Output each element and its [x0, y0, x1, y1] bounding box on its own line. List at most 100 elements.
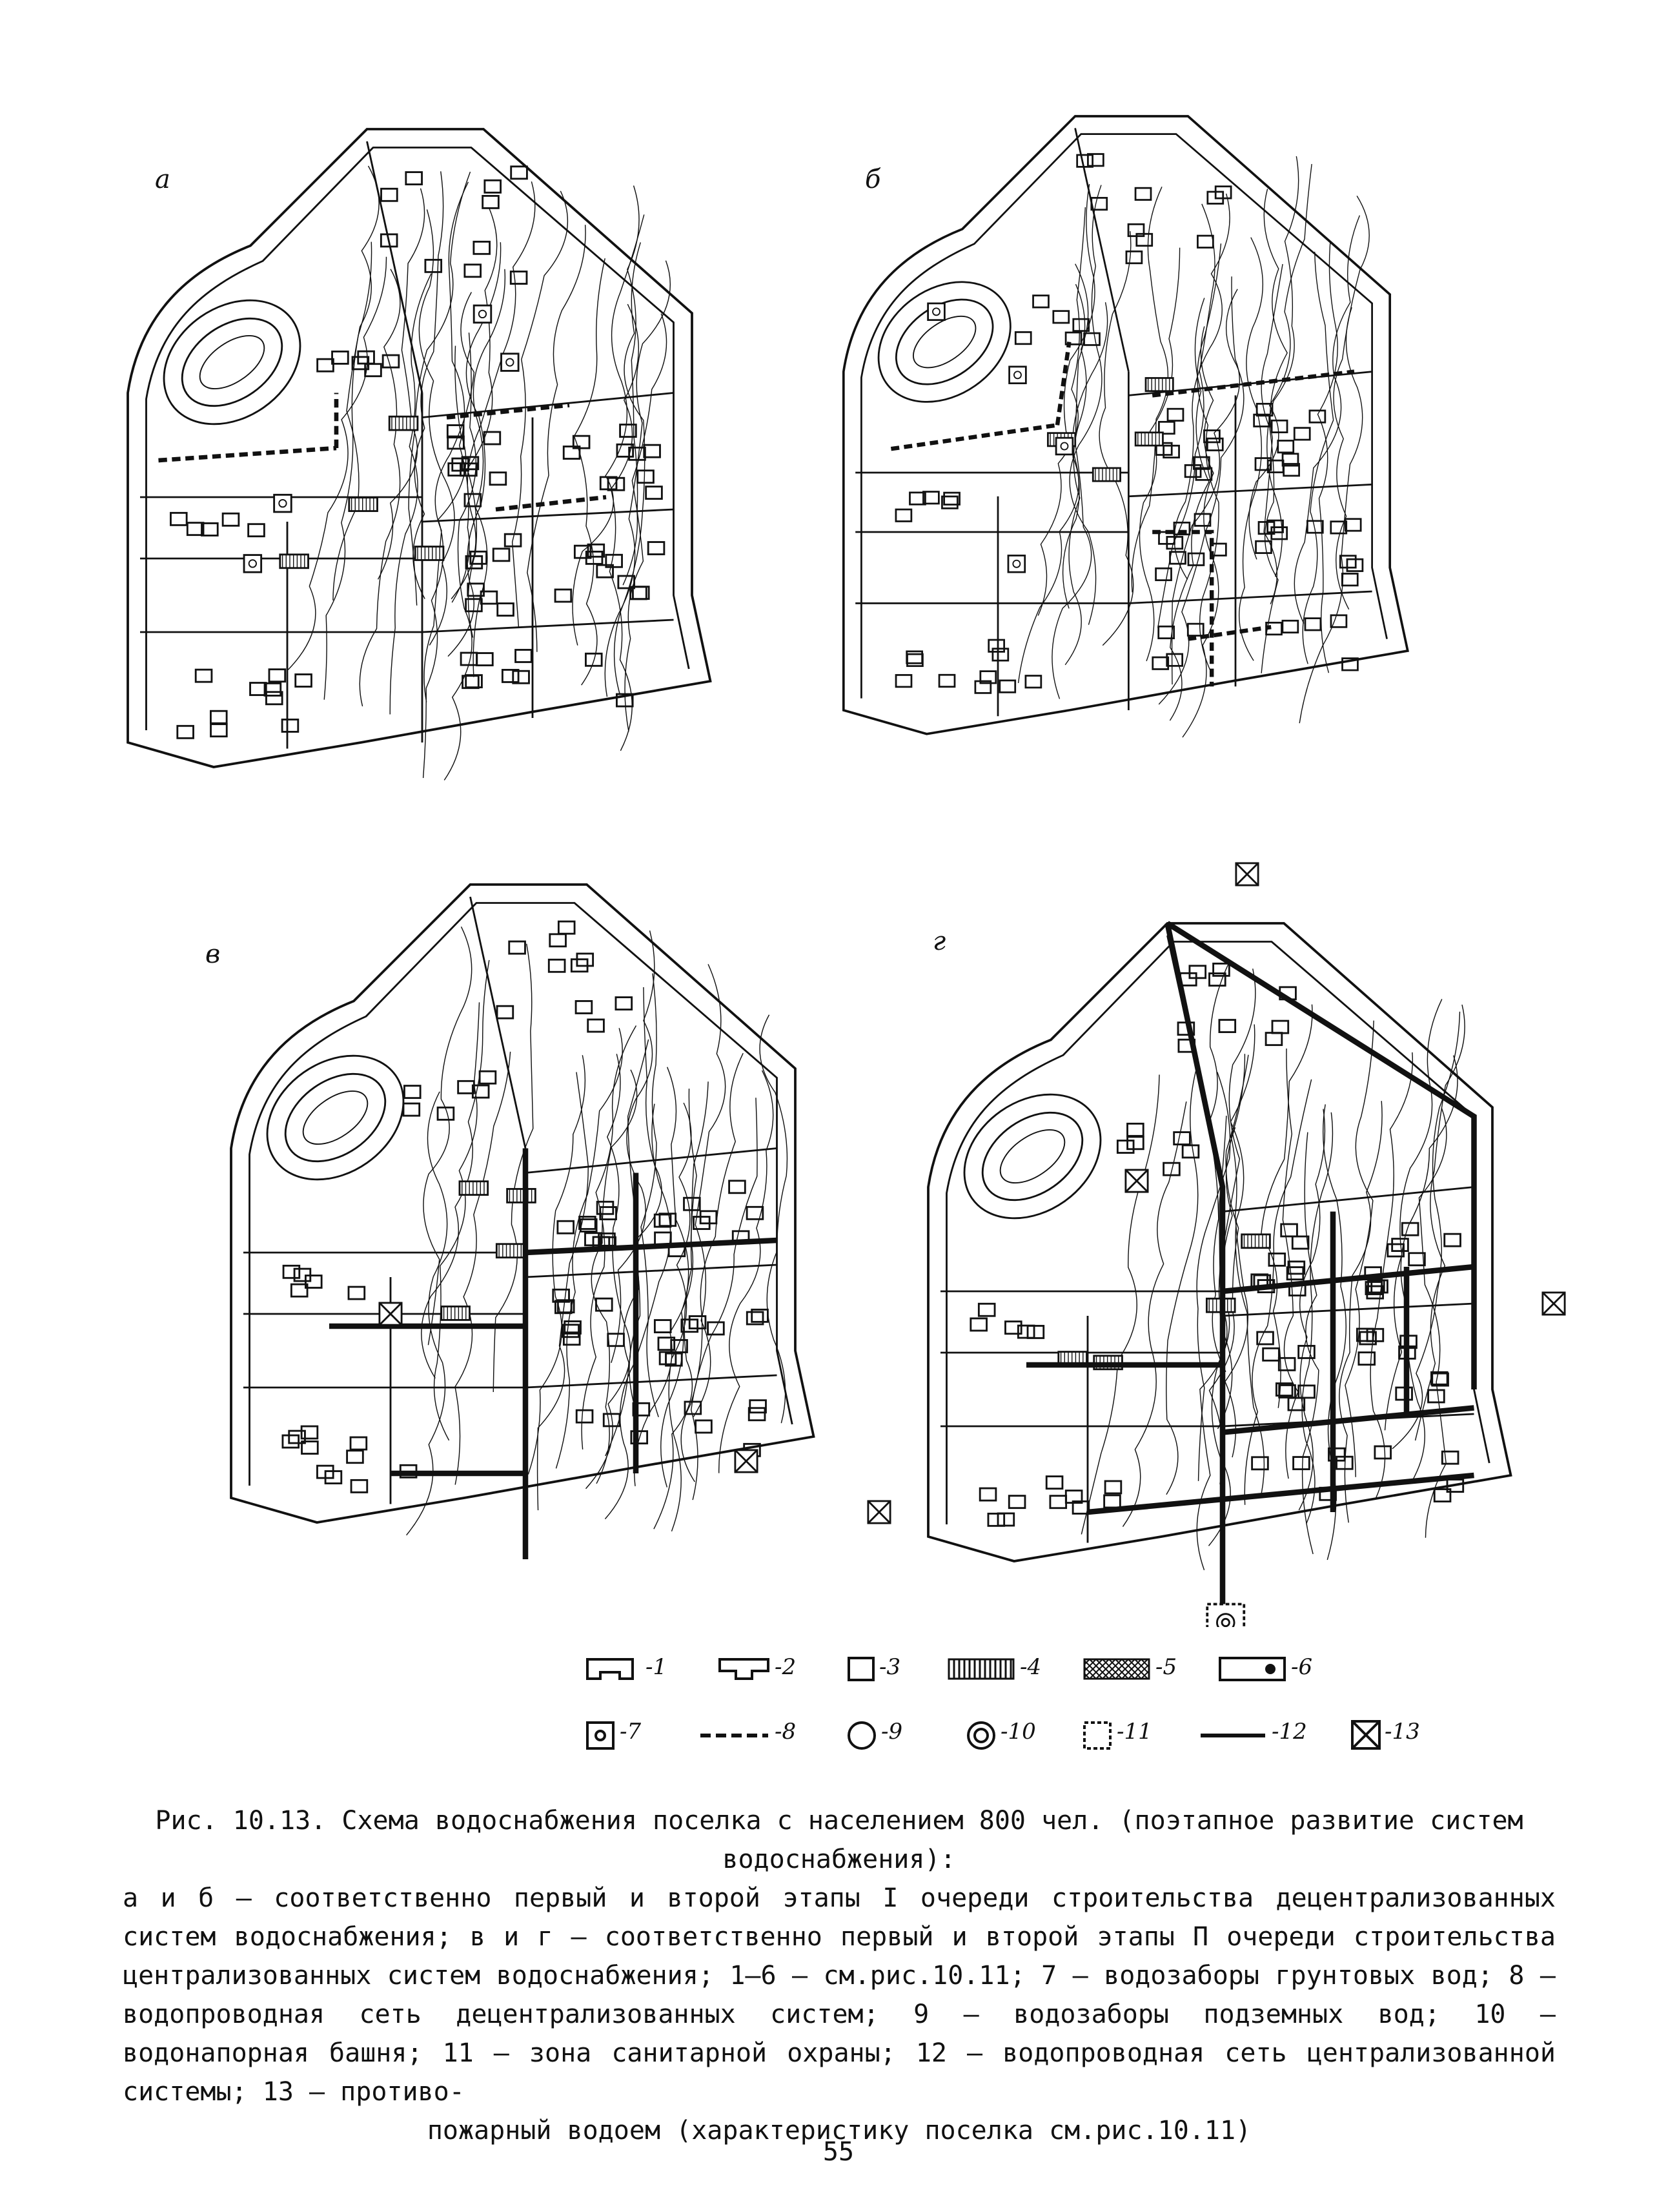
legend-symbol-5: [1083, 1658, 1150, 1680]
contour-line: [604, 1103, 671, 1520]
legend-symbol-11: [1083, 1721, 1112, 1750]
public-building: [1241, 1233, 1271, 1249]
house-block: [636, 469, 655, 484]
house-block: [605, 553, 623, 568]
house-block: [1116, 1140, 1135, 1154]
well-symbol: [243, 554, 263, 573]
house-block: [350, 1479, 369, 1493]
legend-label-7: -7: [620, 1719, 642, 1745]
house-block: [1287, 1397, 1306, 1411]
house-block: [483, 431, 502, 445]
house-block: [1052, 310, 1070, 324]
site-plan-d: [867, 862, 1566, 1627]
house-block: [1270, 526, 1288, 540]
house-block: [1126, 1136, 1144, 1151]
inner-road: [946, 941, 1490, 1525]
house-block: [1188, 965, 1207, 979]
contour-line: [323, 241, 372, 700]
contour-line: [359, 269, 401, 707]
contour-line: [1263, 189, 1288, 605]
house-block: [1254, 457, 1272, 471]
road-line: [525, 1374, 777, 1389]
decentralized-network: [446, 403, 570, 420]
public-building: [279, 553, 309, 569]
contour-line: [611, 930, 655, 1363]
house-block: [595, 1297, 613, 1312]
house-block: [1391, 1238, 1409, 1253]
house-block: [1135, 232, 1154, 247]
fire-pond-cross: [378, 1302, 403, 1326]
house-block: [170, 511, 188, 526]
panel-letter-b: б: [865, 165, 881, 194]
house-block: [1275, 1382, 1294, 1397]
road-line: [469, 896, 527, 1149]
house-block: [977, 1302, 996, 1317]
house-block: [1256, 1331, 1274, 1346]
road-line: [1128, 484, 1372, 498]
contour-line: [423, 927, 473, 1346]
house-block: [281, 1434, 300, 1449]
house-block: [482, 194, 500, 209]
house-block: [282, 1264, 301, 1279]
stadium-inner: [981, 1111, 1084, 1202]
house-block: [347, 1285, 366, 1300]
house-block: [460, 651, 478, 666]
site-plan-a: [127, 128, 712, 781]
well-circle: [1060, 442, 1069, 451]
well-symbol: [273, 493, 292, 513]
house-block: [684, 1400, 702, 1415]
house-block: [556, 1220, 574, 1234]
house-block: [572, 435, 591, 449]
house-block: [728, 1180, 746, 1194]
house-block: [562, 1331, 581, 1346]
house-block: [1155, 442, 1173, 456]
site-plan-c: [230, 883, 815, 1560]
public-building: [458, 1180, 489, 1196]
house-block: [554, 588, 573, 603]
contour-line: [493, 943, 534, 1393]
house-block: [576, 952, 595, 967]
contour-line: [454, 1051, 511, 1485]
house-block: [657, 1336, 676, 1351]
house-block: [469, 550, 487, 565]
contour-line: [527, 1055, 586, 1475]
contour-line: [1299, 307, 1363, 724]
house-block: [508, 940, 526, 955]
legend-label-3: -3: [879, 1654, 901, 1680]
house-block: [557, 920, 576, 935]
house-block: [647, 541, 666, 555]
caption-title: Рис. 10.13. Схема водоснабжения поселка …: [155, 1806, 1523, 1836]
house-block: [1277, 1357, 1296, 1371]
house-block: [483, 179, 502, 194]
well-symbol: [1007, 555, 1026, 573]
caption-last-line: пожарный водоем (характеристику поселка …: [427, 2116, 1252, 2145]
contour-line: [1261, 1004, 1313, 1408]
road-line: [525, 1264, 777, 1278]
house-block: [514, 649, 533, 663]
legend-label-4: -4: [1020, 1654, 1042, 1680]
site-plans-drawing: [127, 115, 1566, 1627]
house-block: [653, 1319, 672, 1333]
house-block: [616, 693, 634, 708]
house-block: [580, 1218, 598, 1233]
house-block: [1087, 153, 1104, 167]
house-block: [596, 1200, 615, 1215]
contour-line: [406, 1091, 448, 1536]
contour-line: [555, 1028, 623, 1469]
house-block: [1270, 419, 1288, 434]
house-block: [549, 933, 567, 948]
house-block: [463, 493, 482, 507]
contour-line: [609, 303, 640, 752]
house-block: [1064, 331, 1082, 345]
house-block: [489, 471, 507, 486]
legend-symbol-6: [1219, 1657, 1286, 1681]
house-block: [895, 508, 913, 522]
house-block: [1253, 413, 1270, 427]
road-line: [1074, 128, 1130, 372]
contour-line: [1345, 1020, 1374, 1477]
house-block: [941, 495, 959, 509]
legend-symbols: [586, 1657, 1381, 1750]
contour-line: [1208, 1054, 1249, 1484]
house-block: [556, 1299, 575, 1314]
house-block: [301, 1440, 319, 1455]
